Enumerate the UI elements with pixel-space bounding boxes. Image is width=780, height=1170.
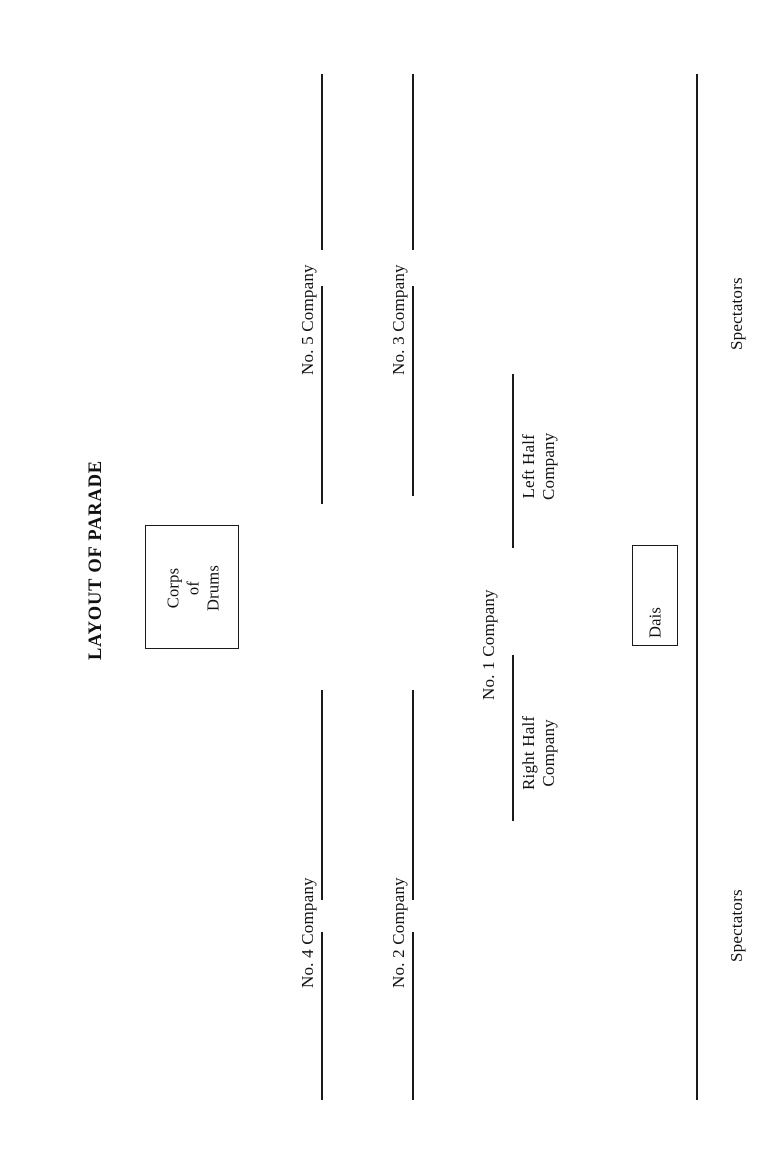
rank-line-col2-top-a — [412, 74, 414, 250]
right-half-line-2: Company — [539, 719, 559, 787]
label-no-3-company: No. 3 Company — [389, 264, 408, 375]
dais-box: Dais — [632, 545, 678, 646]
rank-line-col1-top-b — [321, 286, 323, 504]
dais-label: Dais — [645, 606, 665, 638]
page-title: LAYOUT OF PARADE — [86, 460, 106, 660]
label-no-2-company: No. 2 Company — [389, 877, 408, 988]
corps-of-drums-label: Corps of Drums — [163, 533, 222, 643]
label-no-5-company: No. 5 Company — [298, 264, 317, 375]
rank-line-col3-left-half — [512, 374, 514, 548]
label-right-half-company: Right Half Company — [519, 716, 560, 790]
right-half-line-1: Right Half — [519, 715, 538, 790]
rank-line-col1-bottom-b — [321, 932, 323, 1100]
left-half-line-2: Company — [539, 432, 559, 500]
rank-line-col3-right-half — [512, 655, 514, 821]
label-spectators-bottom: Spectators — [727, 889, 746, 962]
label-no-4-company: No. 4 Company — [298, 877, 317, 988]
corps-line-1: Corps — [163, 567, 183, 609]
rank-line-col2-bottom-b — [412, 932, 414, 1100]
rank-line-col2-bottom-a — [412, 690, 414, 900]
rank-line-col2-top-b — [412, 286, 414, 496]
rank-line-col1-bottom-a — [321, 690, 323, 900]
corps-line-3: Drums — [202, 565, 222, 611]
label-spectators-top: Spectators — [727, 277, 746, 350]
corps-of-drums-box: Corps of Drums — [145, 525, 239, 649]
label-no-1-company: No. 1 Company — [479, 589, 498, 700]
corps-line-2: of — [183, 580, 203, 596]
rank-line-spectators — [696, 74, 698, 1100]
rank-line-col1-top-a — [321, 74, 323, 250]
label-left-half-company: Left Half Company — [519, 432, 560, 500]
left-half-line-1: Left Half — [519, 433, 538, 499]
